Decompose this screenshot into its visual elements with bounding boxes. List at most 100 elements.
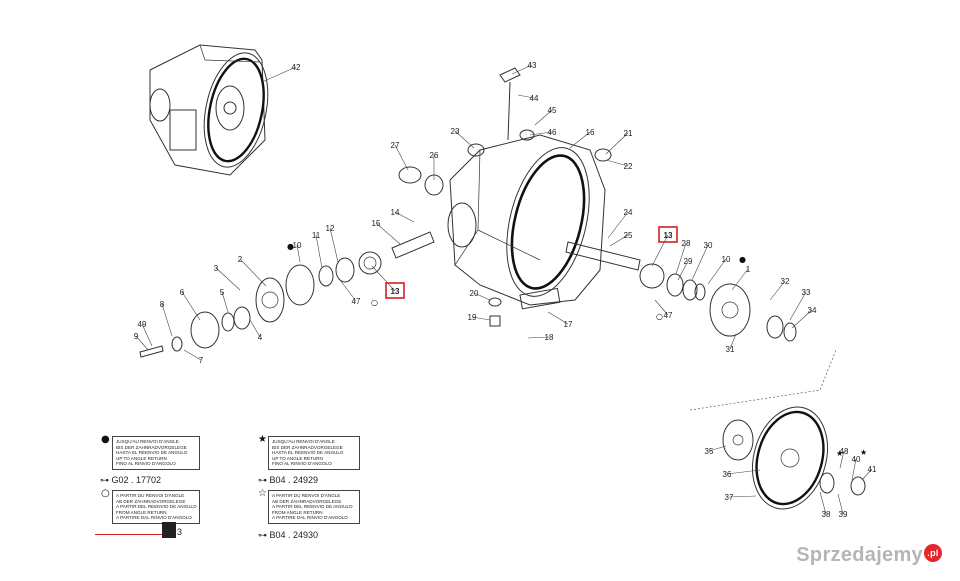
callout-32: 32 [781, 277, 790, 286]
legend-line: JUSQU'AU RENVOI D'ANGLE [116, 439, 179, 444]
leader-line [677, 260, 689, 281]
legend-code-dot-filled: ⊶ G02 . 17702 [100, 475, 162, 485]
right-shaft-group [565, 241, 797, 342]
callout-24: 24 [624, 208, 633, 217]
legend-line: A PARTIRE DAL RINVIO D'ANGOLO [116, 515, 192, 521]
leader-line [731, 268, 749, 291]
legend-line: A PARTIR DEL REENVIO DE ANGULO [116, 504, 197, 510]
leader-line [529, 131, 553, 136]
leader-line [851, 458, 857, 481]
legend-blackout [162, 522, 176, 538]
legend-line: AB DER ZAHNRADVORGELEGE [272, 498, 342, 504]
main-gear-housing [447, 134, 606, 310]
left-shaft-group [139, 231, 435, 358]
leader-line [527, 336, 550, 339]
legend-star-open-symbol: ☆ [258, 488, 267, 499]
callout-27: 27 [391, 141, 400, 150]
leader-line [135, 335, 149, 351]
legend-line: A PARTIR DU RENVOI D'ANGLE [116, 493, 185, 498]
legend-line: AB DER ZAHNRADVORGELEGE [116, 498, 186, 504]
callout-36: 36 [723, 470, 732, 479]
leader-line [791, 309, 813, 329]
highlight-box [385, 282, 405, 299]
callout-9: 9 [134, 332, 139, 341]
legend-line: A PARTIRE DAL RINVIO D'ANGOLO [272, 515, 348, 521]
callout-26: 26 [430, 151, 439, 160]
callout-44: 44 [530, 94, 539, 103]
leader-line [339, 279, 357, 302]
legend-code-star-open: ⊶ B04 . 24930 [258, 530, 319, 540]
callout-6: 6 [180, 288, 185, 297]
callout-1: 1 [746, 265, 751, 274]
leader-line [394, 211, 415, 223]
callout-34: 34 [808, 306, 817, 315]
legend-line: UP TO ANGLE RETURN [272, 455, 323, 461]
callout-3: 3 [214, 264, 219, 273]
callout-2: 2 [238, 255, 243, 264]
leader-line [839, 450, 845, 469]
callout-31: 31 [726, 345, 735, 354]
legend-box-star-open: A PARTIR DU RENVOI D'ANGLE AB DER ZAHNRA… [268, 490, 360, 524]
leader-line [708, 445, 727, 452]
variant-marker: ● [287, 242, 294, 251]
callout-13: 13 [664, 231, 673, 240]
callout-48: 48 [840, 447, 849, 456]
legend-redline [95, 534, 175, 535]
leader-line [534, 109, 553, 126]
legend-box-dot-filled: JUSQU'AU RENVOI D'ANGLE BIS DER ZAHNRADV… [112, 436, 200, 470]
callout-47: 47 [352, 297, 361, 306]
leader-line [375, 222, 401, 245]
legend-line: FINO AL RINVIO D'ANGOLO [116, 461, 176, 467]
callout-13: 13 [391, 287, 400, 296]
watermark: Sprzedajemy.pl [796, 544, 942, 567]
leader-line [239, 258, 267, 287]
leader-line [837, 493, 844, 515]
leader-line [605, 132, 629, 155]
leader-line [181, 291, 201, 321]
leader-line [861, 468, 873, 481]
leader-line [819, 491, 827, 515]
callout-4: 4 [258, 333, 263, 342]
leader-line [651, 234, 669, 267]
legend-line: FINO AL RINVIO D'ANGOLO [272, 461, 332, 467]
leader-line [675, 242, 687, 275]
leader-line [471, 316, 491, 321]
callout-highlights [385, 226, 678, 299]
leader-line [221, 291, 229, 313]
leader-line [707, 258, 727, 285]
callout-22: 22 [624, 162, 633, 171]
watermark-text: Sprzedajemy [796, 544, 923, 566]
leader-line [569, 131, 591, 149]
leader-line [394, 144, 409, 171]
leader-line [296, 244, 301, 263]
leader-line [728, 495, 757, 498]
callout-14: 14 [391, 208, 400, 217]
watermark-badge: .pl [924, 544, 942, 562]
leader-line [473, 292, 491, 301]
callout-5: 5 [220, 288, 225, 297]
callout-41: 41 [868, 465, 877, 474]
leader-line [511, 64, 533, 75]
legend-code-dot-open: 3 [177, 527, 183, 537]
callout-8: 8 [160, 300, 165, 309]
variant-marker: ● [739, 255, 746, 264]
legend-line: BIS DER ZAHNRADVORGELEGE [116, 444, 187, 450]
callout-35: 35 [705, 447, 714, 456]
callout-28: 28 [682, 239, 691, 248]
callout-10: 10 [722, 255, 731, 264]
legend-line: HASTA EL REENVIO DE ANGULO [272, 450, 344, 456]
callout-46: 46 [548, 128, 557, 137]
legend-star-filled-symbol: ★ [258, 434, 267, 445]
leader-line [315, 234, 323, 269]
callout-29: 29 [684, 257, 693, 266]
callout-18: 18 [545, 333, 554, 342]
legend-line: A PARTIR DEL REENVIO DE ANGULO [272, 504, 353, 510]
callout-19: 19 [468, 313, 477, 322]
leader-line [517, 94, 535, 99]
leader-line [161, 303, 173, 337]
callout-45: 45 [548, 106, 557, 115]
variant-marker: ★ [860, 448, 867, 457]
leader-line [691, 244, 709, 281]
leader-line [729, 333, 737, 350]
